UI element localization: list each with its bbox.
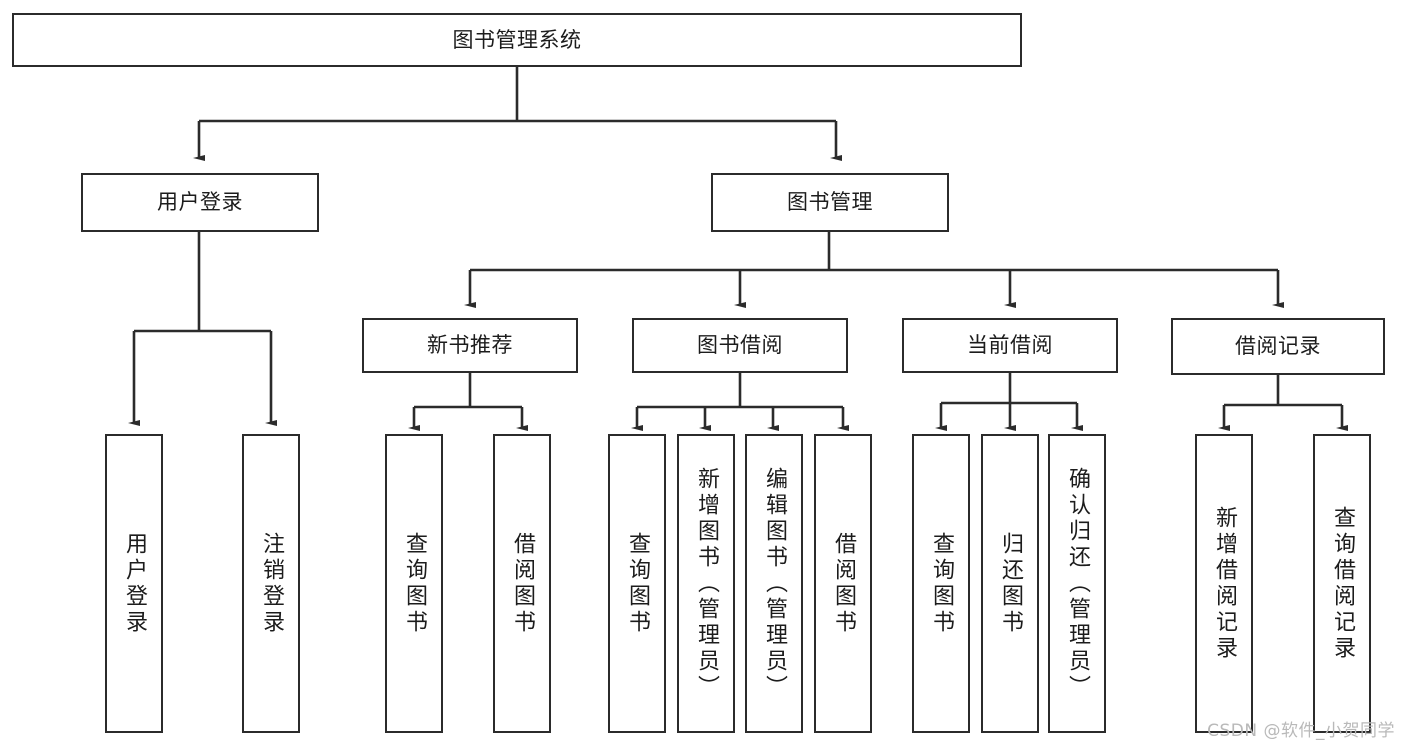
node-label: 借阅记录 (1235, 334, 1321, 359)
csdn-watermark: CSDN @软件_小贺同学 (1207, 721, 1395, 741)
node-book-management-system[interactable]: 图书管理系统 (12, 13, 1022, 67)
node-label: 借阅图书 (510, 531, 535, 636)
node-leaf-user-login[interactable]: 用户登录 (105, 434, 163, 733)
node-user-login[interactable]: 用户登录 (81, 173, 319, 232)
node-label: 查询借阅记录 (1330, 505, 1355, 662)
node-label: 查询图书 (929, 531, 954, 636)
node-leaf-query-book-borrow[interactable]: 查询图书 (608, 434, 666, 733)
node-leaf-borrow-book-rec[interactable]: 借阅图书 (493, 434, 551, 733)
node-leaf-confirm-return[interactable]: 确认归还（管理员） (1048, 434, 1106, 733)
node-leaf-add-borrow-record[interactable]: 新增借阅记录 (1195, 434, 1253, 733)
node-leaf-query-book-rec[interactable]: 查询图书 (385, 434, 443, 733)
node-label: 借阅图书 (831, 531, 856, 636)
node-leaf-return-book[interactable]: 归还图书 (981, 434, 1039, 733)
node-label: 新增借阅记录 (1212, 505, 1237, 662)
node-new-book-recommend[interactable]: 新书推荐 (362, 318, 578, 373)
node-borrow-record[interactable]: 借阅记录 (1171, 318, 1385, 375)
node-leaf-query-borrow-record[interactable]: 查询借阅记录 (1313, 434, 1371, 733)
node-leaf-logout[interactable]: 注销登录 (242, 434, 300, 733)
node-label: 用户登录 (122, 531, 147, 636)
node-leaf-query-book-current[interactable]: 查询图书 (912, 434, 970, 733)
node-label: 用户登录 (157, 190, 243, 215)
node-label: 图书借阅 (697, 333, 783, 358)
node-label: 编辑图书（管理员） (762, 466, 787, 701)
node-label: 当前借阅 (967, 333, 1053, 358)
node-label: 查询图书 (402, 531, 427, 636)
node-leaf-borrow-book[interactable]: 借阅图书 (814, 434, 872, 733)
node-label: 新增图书（管理员） (694, 466, 719, 701)
node-book-manage[interactable]: 图书管理 (711, 173, 949, 232)
node-leaf-edit-book[interactable]: 编辑图书（管理员） (745, 434, 803, 733)
node-leaf-add-book[interactable]: 新增图书（管理员） (677, 434, 735, 733)
node-label: 归还图书 (998, 531, 1023, 636)
node-current-borrow[interactable]: 当前借阅 (902, 318, 1118, 373)
node-label: 查询图书 (625, 531, 650, 636)
node-label: 注销登录 (259, 531, 284, 636)
node-label: 图书管理系统 (452, 27, 582, 52)
node-label: 新书推荐 (427, 333, 513, 358)
node-label: 图书管理 (787, 190, 873, 215)
node-label: 确认归还（管理员） (1065, 466, 1090, 701)
node-book-borrow[interactable]: 图书借阅 (632, 318, 848, 373)
